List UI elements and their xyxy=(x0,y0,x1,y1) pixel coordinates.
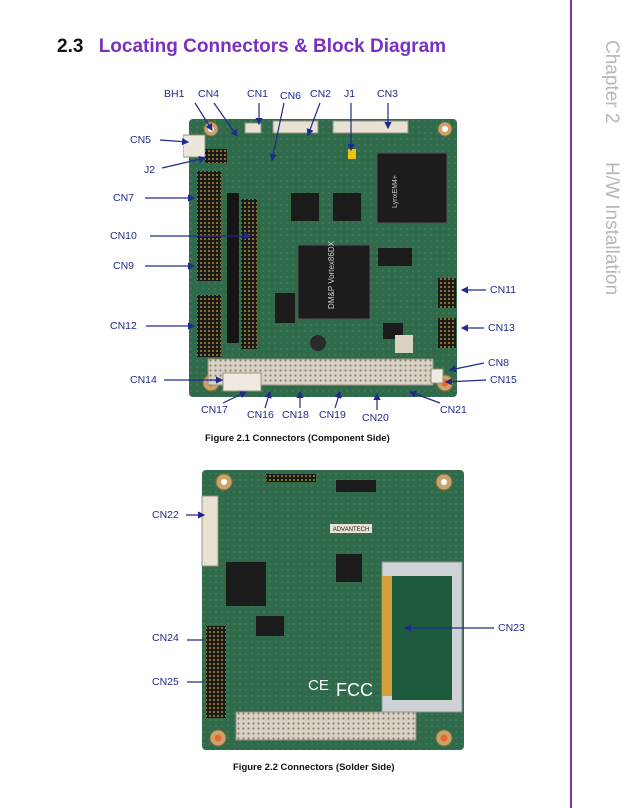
chip xyxy=(226,562,266,606)
label-cn3: CN3 xyxy=(377,88,399,100)
chip xyxy=(291,193,319,221)
connector-cn14 xyxy=(222,372,262,392)
label-cn17: CN17 xyxy=(201,404,228,416)
label-cn20: CN20 xyxy=(362,412,389,424)
label-j2: J2 xyxy=(144,164,156,176)
label-cn6: CN6 xyxy=(280,90,302,102)
chip xyxy=(336,554,362,582)
chip-cpu xyxy=(297,244,371,320)
section-title: Locating Connectors & Block Diagram xyxy=(98,36,447,57)
figure1-caption: Figure 2.1 Connectors (Component Side) xyxy=(205,433,390,444)
label-j1: J1 xyxy=(344,88,356,100)
cpu-marking: DM&P Vortex86DX xyxy=(327,240,336,309)
chip xyxy=(378,248,412,266)
connector-cn2 xyxy=(272,120,319,134)
brand-marking: ADVANTECH xyxy=(333,527,370,533)
label-cn13: CN13 xyxy=(488,322,515,334)
label-cn4: CN4 xyxy=(198,88,220,100)
label-cn9: CN9 xyxy=(113,260,135,272)
jumper-j2 xyxy=(205,149,227,163)
cf-pins xyxy=(382,576,392,696)
connector-cn5 xyxy=(183,134,206,158)
label-cn16: CN16 xyxy=(247,409,274,421)
label-cn14: CN14 xyxy=(130,374,157,386)
label-bh1: BH1 xyxy=(164,88,185,100)
chip-graphics xyxy=(376,152,448,224)
label-cn1: CN1 xyxy=(247,88,269,100)
graphics-marking: LynxEM4+ xyxy=(392,175,399,208)
section-number: 2.3 xyxy=(57,36,84,57)
chapter-topic: H/W Installation xyxy=(601,162,622,296)
brand-plate xyxy=(330,524,372,533)
chip xyxy=(275,293,295,323)
section-heading: 2.3 Locating Connectors & Block Diagram xyxy=(57,36,446,58)
label-cn11: CN11 xyxy=(490,284,517,296)
label-cn15: CN15 xyxy=(490,374,517,386)
label-cn24: CN24 xyxy=(152,632,179,644)
connector-cn1 xyxy=(244,122,262,134)
header-cn12 xyxy=(197,295,221,357)
chapter-label: Chapter 2 xyxy=(601,40,622,124)
label-cn12: CN12 xyxy=(110,320,137,332)
cf-cutout xyxy=(392,576,452,700)
chip xyxy=(336,480,376,492)
connector-cn3 xyxy=(332,120,409,134)
label-cn8: CN8 xyxy=(488,357,510,369)
fcc-mark: FCC xyxy=(336,680,373,700)
label-cn2: CN2 xyxy=(310,88,332,100)
label-cn21: CN21 xyxy=(440,404,467,416)
inductor xyxy=(310,335,326,351)
header-cn13 xyxy=(438,318,456,348)
connector-cn22 xyxy=(201,495,219,567)
header xyxy=(266,474,316,482)
connector-cn15 xyxy=(430,368,444,384)
chip xyxy=(333,193,361,221)
ce-mark: CE xyxy=(308,677,329,694)
board-solder-side: ADVANTECH CE FCC xyxy=(201,470,464,750)
header-cn25 xyxy=(206,672,226,718)
label-cn5: CN5 xyxy=(130,134,152,146)
header-cn10 xyxy=(227,193,239,343)
header-cn7-cn9 xyxy=(197,171,221,281)
label-cn23: CN23 xyxy=(498,622,525,634)
pc104-connector xyxy=(235,711,417,741)
chapter-divider xyxy=(570,0,572,808)
jumper-j1 xyxy=(348,149,356,159)
figure2-caption: Figure 2.2 Connectors (Solder Side) xyxy=(233,762,395,773)
board-component-side: DM&P Vortex86DX LynxEM4+ xyxy=(183,119,457,397)
label-cn19: CN19 xyxy=(319,409,346,421)
header-cn24 xyxy=(206,626,226,672)
label-cn22: CN22 xyxy=(152,509,179,521)
label-cn18: CN18 xyxy=(282,409,309,421)
label-cn10: CN10 xyxy=(110,230,137,242)
capacitor xyxy=(395,335,413,353)
label-cn25: CN25 xyxy=(152,676,179,688)
label-cn7: CN7 xyxy=(113,192,135,204)
header-cn11 xyxy=(438,278,456,308)
chip xyxy=(256,616,284,636)
chapter-tab: Chapter 2 H/W Installation xyxy=(582,40,622,340)
